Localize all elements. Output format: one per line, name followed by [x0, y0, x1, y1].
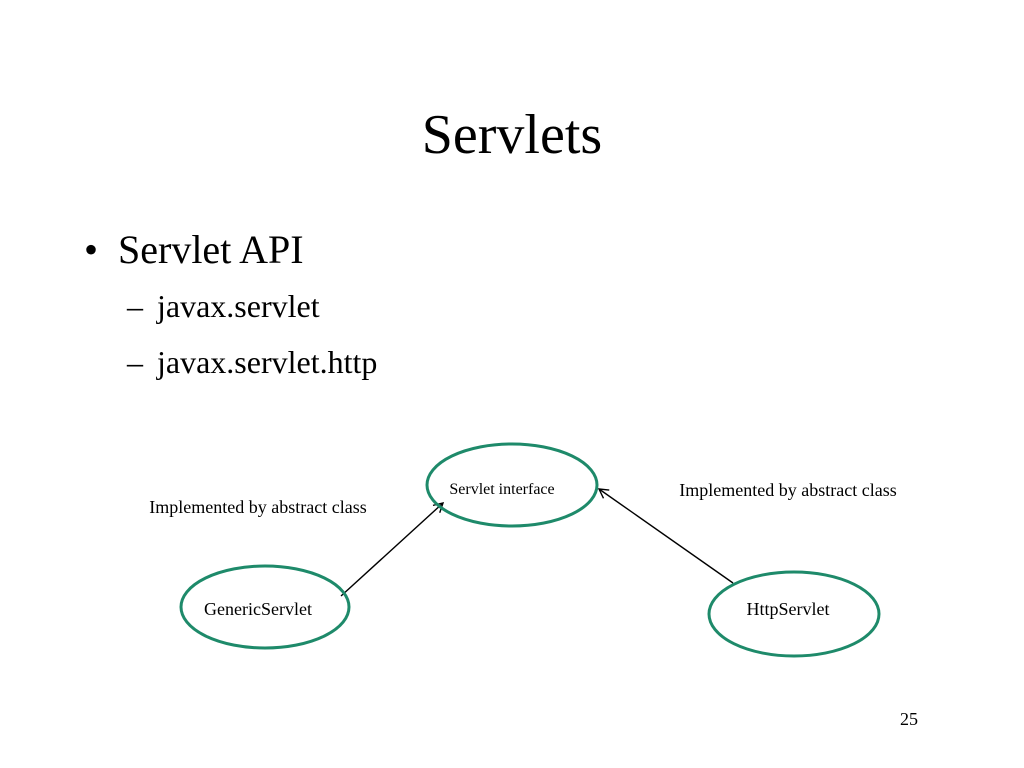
servlet-interface-label: Servlet interface — [449, 481, 554, 498]
edge-label-left: Implemented by abstract class — [149, 497, 366, 517]
bullet-item: • Servlet API – javax.servlet – javax.se… — [84, 222, 377, 390]
dash-icon: – — [127, 288, 143, 324]
dash-icon: – — [127, 344, 143, 380]
servlet-interface-node — [425, 442, 599, 528]
generic-servlet-node — [179, 564, 351, 650]
arrow-http-to-interface — [597, 488, 734, 584]
bullet-text: Servlet API — [118, 227, 304, 272]
sub-bullet-list: – javax.servlet – javax.servlet.http — [118, 278, 377, 390]
sub-bullet-text: javax.servlet — [157, 288, 320, 324]
sub-bullet-text: javax.servlet.http — [157, 344, 378, 380]
sub-bullet-item: – javax.servlet — [127, 278, 377, 334]
generic-servlet-label: GenericServlet — [204, 599, 312, 619]
arrow-generic-to-interface — [340, 502, 445, 597]
slide-title: Servlets — [421, 104, 603, 166]
http-servlet-label: HttpServlet — [747, 599, 830, 619]
bullet-list: • Servlet API – javax.servlet – javax.se… — [84, 222, 377, 390]
edge-label-right: Implemented by abstract class — [679, 480, 896, 500]
page-number: 25 — [900, 709, 918, 729]
bullet-dot-icon: • — [84, 227, 99, 272]
http-servlet-node — [707, 570, 881, 658]
sub-bullet-item: – javax.servlet.http — [127, 334, 377, 390]
